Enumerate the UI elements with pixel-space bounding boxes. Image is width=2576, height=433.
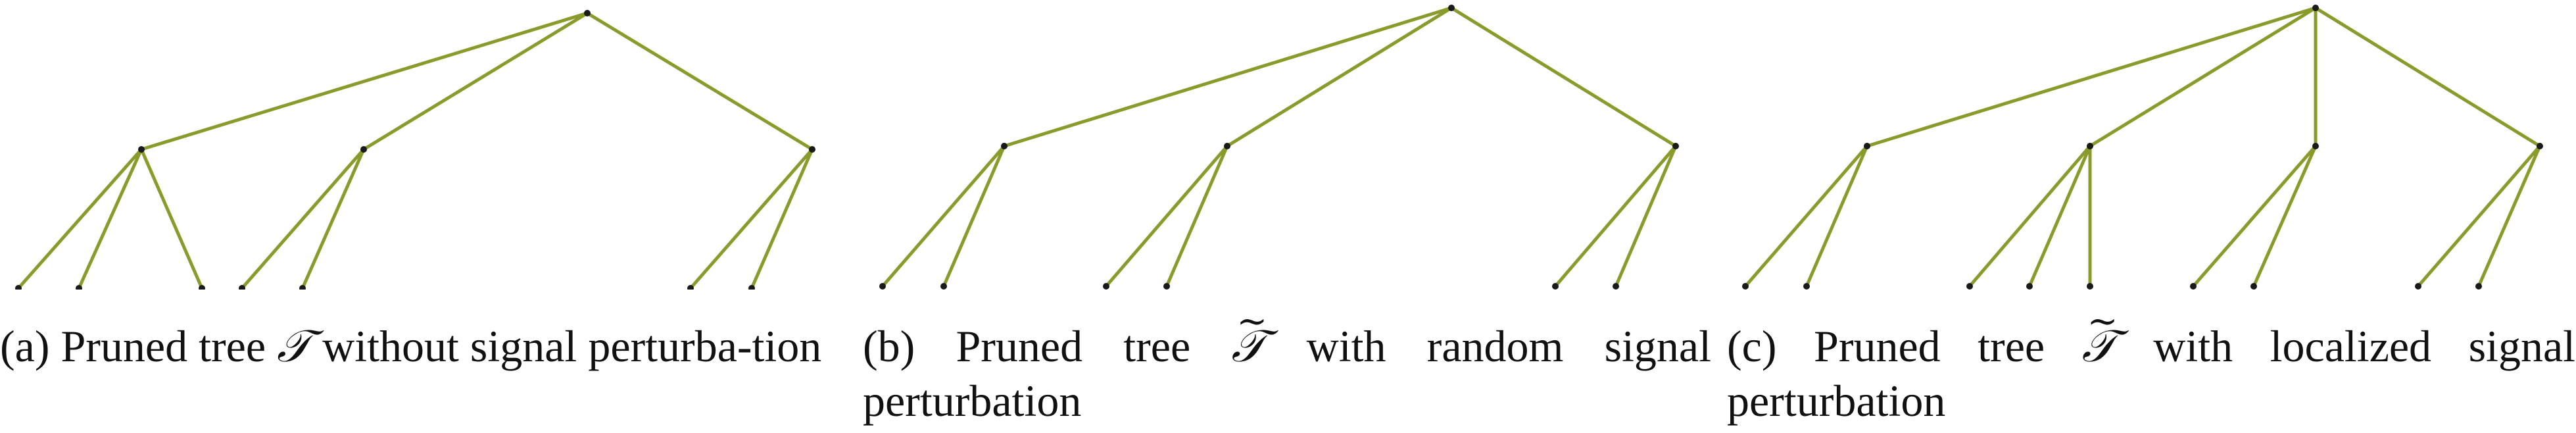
tree-c-edge-root-3: [2314, 6, 2542, 148]
caption-c: (c) Pruned tree 𝒯 with localized signal …: [1727, 295, 2576, 428]
tree-b-leaf-node-2-0: [1552, 283, 1559, 290]
tree-b-edge-0-1: [942, 144, 1006, 288]
tree-b-leaf-node-1-1: [1163, 283, 1170, 290]
tree-b-edge-1-1: [1165, 144, 1229, 288]
tree-b-leaf-node-2-1: [1613, 283, 1619, 290]
tree-c-internal-node-1: [2087, 143, 2093, 149]
caption-a-symbol: 𝒯: [277, 320, 312, 372]
tree-c-edge-2-0: [2191, 144, 2318, 288]
tree-b-edge-root-1: [1225, 6, 1453, 148]
tree-c-root-node: [2312, 5, 2319, 11]
tree-b-leaf-node-0-0: [879, 283, 886, 290]
tree-b-root-node: [1448, 5, 1455, 11]
tree-b-edge-0-0: [881, 144, 1006, 288]
tree-c-leaf-node-1-2: [2087, 283, 2093, 290]
tree-a-edge-0-0: [16, 147, 143, 290]
tree-a-leaf-node-0-1: [76, 285, 82, 290]
tree-a-edge-root-0: [139, 11, 589, 151]
tree-a-internal-node-0: [138, 146, 145, 153]
tree-b-leaf-node-1-0: [1103, 283, 1109, 290]
caption-b-symbol: 𝒯: [1231, 295, 1267, 374]
caption-c-suffix: with localized signal perturbation: [1727, 321, 2576, 426]
tree-b-edge-2-1: [1614, 144, 1678, 288]
tree-c-edge-0-0: [1743, 144, 1869, 288]
tree-a-edge-2-0: [689, 147, 814, 290]
tree-a-edge-1-1: [301, 147, 366, 290]
tree-c-edge-1-1: [2028, 144, 2092, 288]
tree-c-internal-node-0: [1864, 143, 1870, 149]
caption-c-prefix: (c) Pruned tree: [1727, 321, 2045, 371]
tree-c-edge-3-1: [2477, 144, 2542, 288]
tree-a-edge-0-2: [139, 147, 204, 290]
caption-a-prefix: (a) Pruned tree: [0, 321, 266, 371]
tree-c-edge-0-1: [1805, 144, 1869, 288]
tree-a-edge-root-1: [362, 11, 589, 151]
caption-a: (a) Pruned tree 𝒯 without signal perturb…: [0, 319, 855, 374]
tree-b-edge-root-2: [1449, 6, 1678, 148]
tree-a-edge-2-1: [750, 147, 814, 290]
tree-c-internal-node-3: [2537, 143, 2543, 149]
tree-c-edge-root-0: [1865, 6, 2318, 148]
tree-b-edge-1-0: [1104, 144, 1229, 288]
tree-c-internal-node-2: [2312, 143, 2319, 149]
caption-b-suffix: with random signal perturbation: [863, 321, 1712, 426]
tree-c-leaf-node-2-1: [2250, 283, 2257, 290]
tree-b-internal-node-1: [1224, 143, 1230, 149]
tree-a-leaf-node-1-0: [239, 285, 245, 290]
tree-a-edge-root-2: [585, 11, 814, 151]
tree-b-leaf-node-0-1: [940, 283, 947, 290]
caption-a-suffix: without signal perturba-tion: [322, 321, 822, 371]
caption-b: (b) Pruned tree 𝒯 with random signal per…: [863, 295, 1712, 428]
tree-a-leaf-node-2-1: [748, 285, 755, 290]
tree-a-leaf-node-1-1: [299, 285, 306, 290]
tree-a-edge-0-1: [77, 147, 143, 290]
tree-a-internal-node-2: [809, 146, 815, 153]
tree-c-leaf-node-2-0: [2190, 283, 2197, 290]
tree-b-internal-node-0: [1001, 143, 1008, 149]
tree-a-leaf-node-2-0: [687, 285, 694, 290]
tree-a-edge-1-0: [240, 147, 366, 290]
tree-c-edge-3-0: [2416, 144, 2542, 288]
caption-b-prefix: (b) Pruned tree: [863, 321, 1191, 371]
tree-a-leaf-node-0-0: [15, 285, 22, 290]
tree-c-leaf-node-0-0: [1742, 283, 1749, 290]
tree-a-root-node: [584, 10, 591, 16]
tree-c-edge-2-1: [2252, 144, 2318, 288]
tree-a-internal-node-1: [360, 146, 367, 153]
tree-b-internal-node-2: [1672, 143, 1679, 149]
tree-b-edge-root-0: [1002, 6, 1453, 148]
tree-a-leaf-node-0-2: [199, 285, 205, 290]
tree-c-leaf-node-3-1: [2475, 283, 2482, 290]
tree-c-leaf-node-0-1: [1803, 283, 1810, 290]
tree-c-leaf-node-3-0: [2415, 283, 2421, 290]
tree-c-leaf-node-1-1: [2026, 283, 2033, 290]
tree-b-edge-2-0: [1553, 144, 1678, 288]
tree-c-leaf-node-1-0: [1966, 283, 1973, 290]
tree-c-edge-1-0: [1968, 144, 2092, 288]
tree-figure: [15, 5, 2543, 290]
caption-c-symbol: 𝒯: [2082, 295, 2118, 374]
tree-c-edge-root-1: [2088, 6, 2318, 148]
